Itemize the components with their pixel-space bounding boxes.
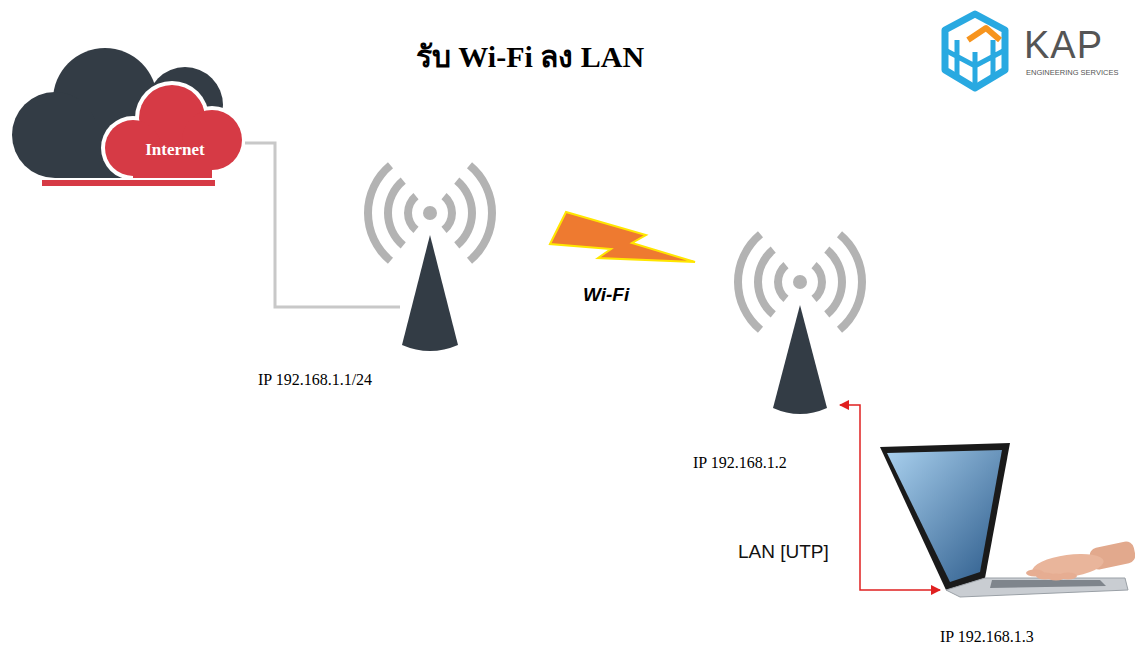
logo-hexagon (945, 14, 1005, 88)
node-graphic (12, 48, 246, 186)
laptop-node: IP 192.168.1.3 (940, 440, 1130, 650)
signal-wave (811, 262, 826, 302)
ip-address: IP 192.168.1.1/24 (258, 371, 458, 389)
signal-wave (364, 162, 393, 264)
laptop-screen (887, 450, 1002, 582)
lan-cable-link (840, 405, 940, 590)
connector-label: Wi-Fi (583, 284, 629, 306)
node-shape (400, 160, 550, 360)
diagram-title: รับ Wi-Fi ลง LAN (380, 33, 680, 80)
signal-wave (824, 247, 846, 318)
signal-wave (754, 247, 776, 318)
signal-wave (441, 193, 456, 233)
hand (1031, 550, 1105, 582)
signal-wave (404, 193, 419, 233)
signal-wave (454, 178, 476, 249)
laptop-keyboard (990, 580, 1106, 588)
signal-wave (384, 178, 406, 249)
node-graphic (734, 231, 866, 414)
antenna-dot (793, 275, 807, 289)
antenna-mast (773, 305, 827, 414)
company-name: KAP (1024, 24, 1103, 67)
wifi-lightning-link (550, 212, 695, 262)
logo-chevron (968, 28, 1000, 40)
internet-cloud-node: Internet (10, 45, 245, 190)
company-tagline: ENGINEERING SERVICES (1026, 68, 1118, 77)
antenna-mast (402, 235, 458, 351)
connector-label: LAN [UTP] (738, 541, 829, 563)
signal-wave (467, 162, 496, 264)
company-logo-icon (945, 14, 1005, 88)
signal-wave (734, 231, 763, 333)
laptop-base (946, 578, 1128, 597)
client-bridge-node: IP 192.168.1.2 (695, 225, 840, 480)
access-point-node: IP 192.168.1.1/24 (400, 160, 550, 360)
node-shape (10, 45, 245, 190)
cloud-label: Internet (110, 140, 240, 160)
logo-lines (945, 40, 1005, 88)
finger (1059, 573, 1077, 580)
cloud-underline (42, 180, 215, 186)
antenna-dot (423, 206, 437, 220)
node-graphic (364, 162, 496, 351)
node-shape (940, 440, 1130, 650)
node-graphic (880, 443, 1135, 597)
ethernet-uplink (245, 143, 400, 307)
ip-address: IP 192.168.1.3 (940, 628, 1130, 646)
node-shape (695, 225, 840, 480)
signal-wave (837, 231, 866, 333)
ip-address: IP 192.168.1.2 (693, 454, 863, 472)
signal-wave (774, 262, 789, 302)
laptop-bezel (880, 443, 1010, 590)
